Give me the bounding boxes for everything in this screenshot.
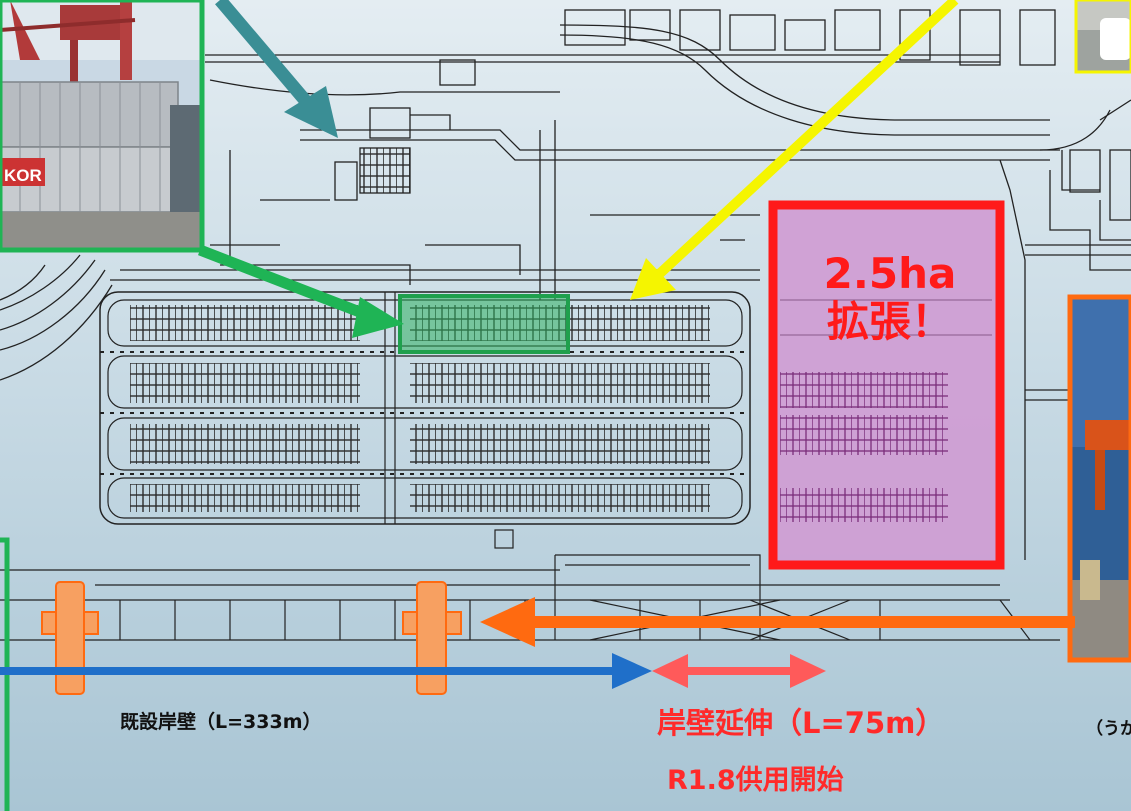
crane-orange-arrow — [480, 597, 1075, 647]
expansion-area — [768, 200, 1005, 570]
container-yard — [99, 291, 751, 525]
crane-photo-caption: （うか — [1086, 719, 1131, 739]
quay-crane-symbol-1 — [41, 581, 99, 695]
extension-quay-arrow — [652, 654, 826, 688]
container-marking: KOR — [4, 166, 42, 185]
reefer-container-photo — [0, 0, 205, 253]
existing-quay-label: 既設岸壁（L=333m） — [120, 711, 322, 733]
left-frame-edge — [0, 537, 10, 811]
expansion-area-label: 2.5ha 拡張！ — [790, 249, 990, 347]
quay-crane-symbol-2 — [402, 581, 462, 695]
yellow-arrow — [630, 0, 959, 300]
quay-extension-label: 岸壁延伸（L=75m） — [657, 706, 945, 740]
gantry-crane-photo — [1067, 294, 1131, 663]
teal-arrow — [215, 0, 338, 138]
expansion-area-size: 2.5ha — [823, 249, 957, 298]
expansion-note: 拡張！ — [826, 297, 953, 347]
existing-quay-arrow — [0, 653, 652, 689]
yard-photo-top-right — [1074, 0, 1131, 74]
service-start-label: R1.8供用開始 — [667, 765, 844, 796]
green-arrow — [198, 244, 404, 338]
